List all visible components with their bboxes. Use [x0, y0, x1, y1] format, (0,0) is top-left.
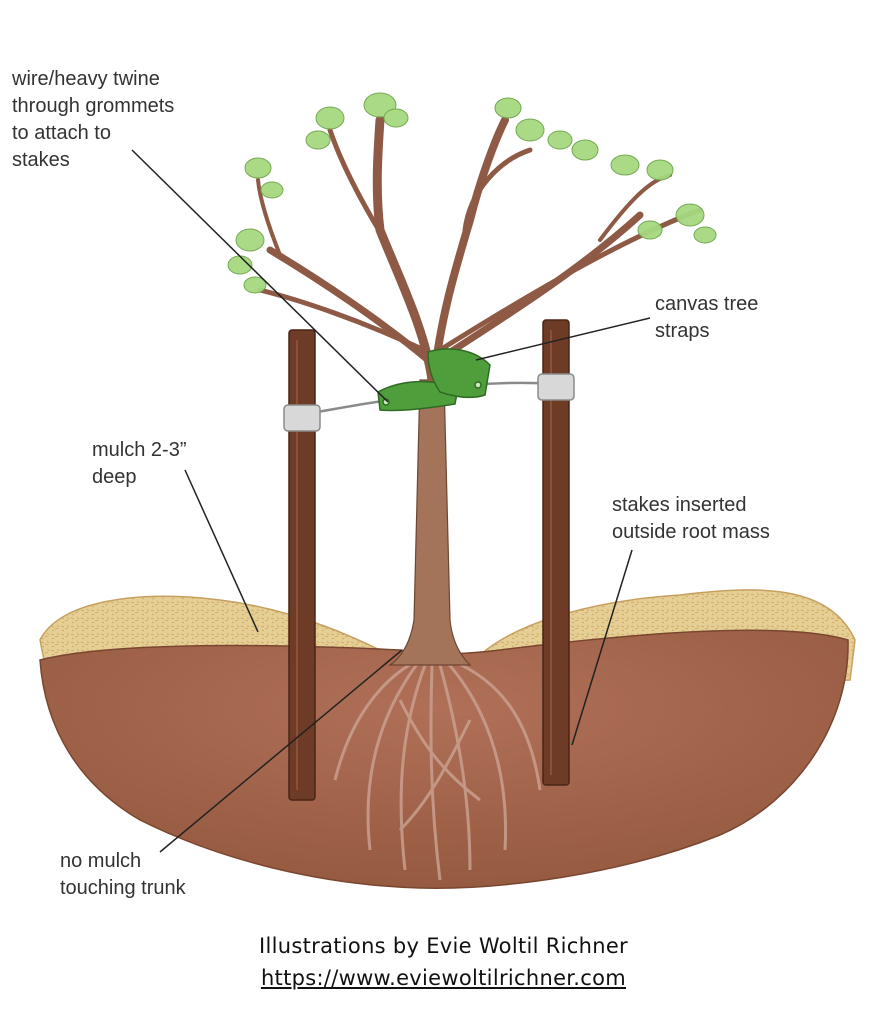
leader-mulch	[184, 469, 259, 633]
label-mulch-depth: mulch 2-3” deep	[92, 439, 187, 488]
tree-trunk	[388, 379, 472, 666]
wire-twine	[283, 373, 575, 432]
leader-wire	[131, 149, 389, 403]
soil-mass	[39, 629, 849, 889]
leader-stakes	[571, 549, 633, 746]
leader-canvas	[475, 317, 651, 361]
label-canvas-tree-straps: canvas tree straps	[655, 293, 759, 342]
credit-link[interactable]: https://www.eviewoltilrichner.com	[260, 966, 627, 990]
label-no-mulch: no mulch touching trunk	[60, 850, 186, 899]
leader-lines	[131, 149, 651, 853]
root-system	[333, 658, 542, 881]
leader-no-mulch	[159, 649, 403, 853]
label-stakes-inserted: stakes inserted outside root mass	[612, 494, 770, 543]
tree-branches	[256, 115, 703, 385]
right-stake	[542, 319, 570, 786]
tree-leaves	[227, 92, 717, 294]
credit-line: Illustrations by Evie Woltil Richner	[259, 934, 628, 958]
left-stake	[288, 329, 316, 801]
canvas-tree-straps	[377, 348, 491, 412]
illustration-credit: Illustrations by Evie Woltil Richner htt…	[0, 930, 887, 994]
label-wire-twine: wire/heavy twine through grommets to att…	[12, 68, 175, 171]
